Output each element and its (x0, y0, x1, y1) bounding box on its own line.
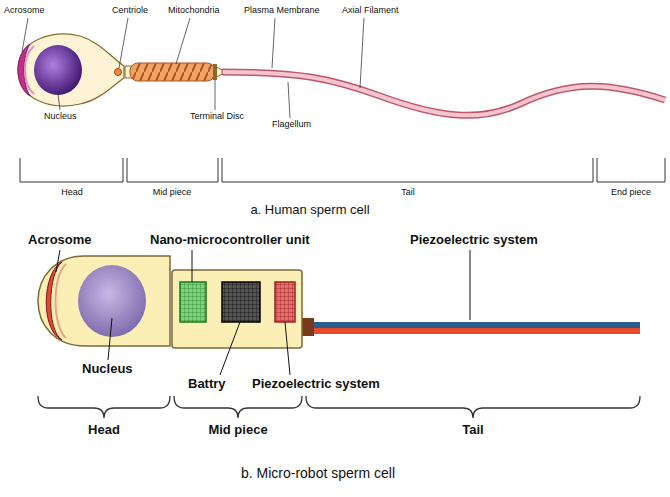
part-label: Plasma Membrane (244, 6, 320, 16)
section-label: Head (61, 188, 83, 198)
part-label: Nano-microcontroller unit (150, 233, 310, 247)
section-label: Tail (462, 423, 483, 437)
section-label: End piece (611, 188, 651, 198)
section-label: Head (88, 423, 120, 437)
section-label: Mid piece (153, 188, 192, 198)
section-label: Mid piece (208, 423, 267, 437)
part-label: Centriole (112, 6, 148, 16)
part-label: Piezoelectric system (410, 233, 538, 247)
caption: a. Human sperm cell (250, 203, 369, 217)
section-label: Tail (401, 188, 415, 198)
part-label: Nucleus (44, 112, 77, 122)
part-label: Acrosome (4, 6, 45, 16)
human-sperm (18, 18, 665, 182)
part-label: Nucleus (82, 362, 133, 376)
robot-sperm (38, 250, 640, 418)
part-label: Battry (188, 377, 226, 391)
part-label: Piezoelectric system (252, 377, 380, 391)
part-label: Acrosome (28, 233, 92, 247)
part-label: Mitochondria (168, 6, 220, 16)
part-label: Flagellum (272, 120, 311, 130)
caption: b. Micro-robot sperm cell (241, 466, 395, 481)
part-label: Terminal Disc (190, 112, 244, 122)
part-label: Axial Filament (342, 6, 399, 16)
